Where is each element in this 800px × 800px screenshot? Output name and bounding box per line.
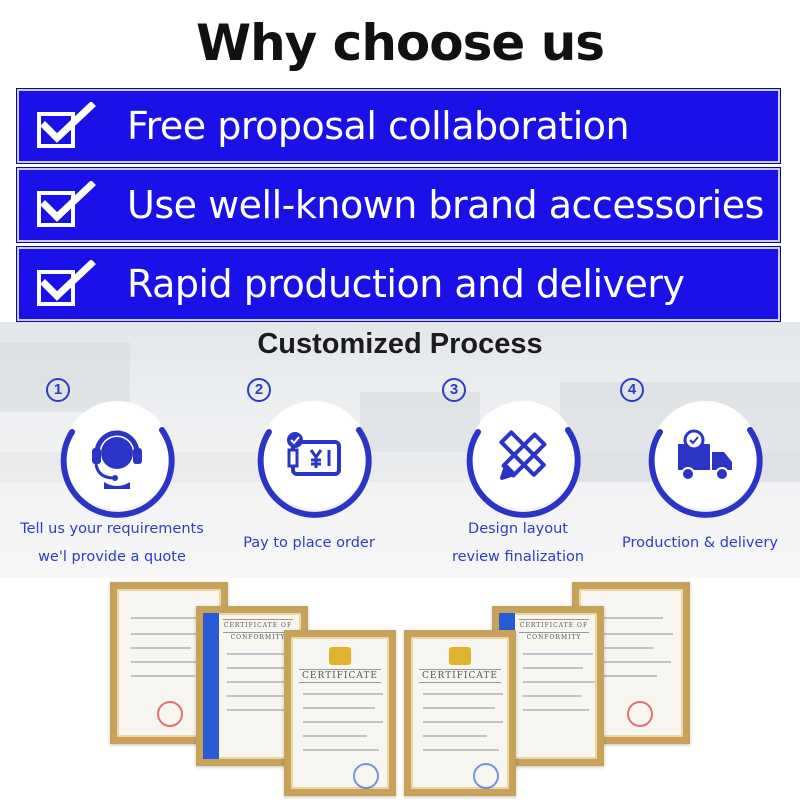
certificate-logo	[329, 647, 351, 665]
background-machine-shape	[360, 392, 480, 452]
payment-yen-icon	[287, 432, 341, 476]
process-step-design: 3 Design layout review finalization	[418, 372, 618, 572]
step-circle	[648, 401, 763, 518]
certificate-frame-ce: CERTIFICATE	[404, 630, 516, 796]
step-caption-line1: Production & delivery	[622, 535, 778, 551]
process-step-requirements: 1 Tell us your requirements we'l provide…	[12, 372, 212, 572]
step-circle	[60, 401, 175, 518]
seal-stamp	[473, 763, 499, 789]
step-number: 1	[46, 378, 70, 402]
certificate-banner: CERTIFICATE OF CONFORMITY	[519, 619, 589, 641]
checkbox-check-icon	[37, 102, 96, 148]
step-caption-line1: Tell us your requirements	[20, 521, 204, 537]
process-step-delivery: 4 Production & delivery	[600, 372, 800, 572]
process-step-payment: 2 Pay to place order	[209, 372, 409, 572]
step-caption-line1: Design layout	[468, 521, 568, 537]
benefit-label: Use well-known brand accessories	[127, 183, 764, 227]
step-circle	[466, 401, 581, 518]
step-number: 2	[247, 378, 271, 402]
step-caption-line2: review finalization	[451, 549, 585, 565]
certificate-banner: CERTIFICATE OF CONFORMITY	[223, 619, 293, 641]
background-machine-shape	[0, 342, 130, 412]
step-circle	[257, 401, 372, 518]
certificate-banner: CERTIFICATE	[419, 669, 501, 683]
customized-process-section: Customized Process 1 Tell us your requir…	[0, 322, 800, 578]
benefit-label: Free proposal collaboration	[127, 104, 630, 148]
certificate-banner: CERTIFICATE	[299, 669, 381, 683]
certificate-logo	[449, 647, 471, 665]
step-caption-line1: Pay to place order	[243, 535, 375, 551]
seal-stamp	[627, 701, 653, 727]
benefit-bar-rapid-delivery: Rapid production and delivery	[16, 246, 781, 322]
benefit-bar-brand-accessories: Use well-known brand accessories	[16, 167, 781, 243]
seal-stamp	[157, 701, 183, 727]
certificates-section: CERTIFICATE OF CONFORMITY CERTIFICATE OF…	[0, 578, 800, 800]
benefit-bar-free-proposal: Free proposal collaboration	[16, 88, 781, 164]
page-title: Why choose us	[195, 14, 605, 72]
delivery-truck-icon	[678, 429, 732, 481]
design-ruler-pencil-icon	[499, 430, 547, 480]
step-number: 3	[442, 378, 466, 402]
step-number: 4	[620, 378, 644, 402]
process-title: Customized Process	[257, 328, 543, 360]
customer-service-headset-icon	[92, 430, 142, 489]
blue-side-strip	[203, 613, 219, 759]
benefit-label: Rapid production and delivery	[127, 262, 685, 306]
step-caption-line2: we'l provide a quote	[38, 549, 186, 565]
seal-stamp	[353, 763, 379, 789]
certificate-frame-ce: CERTIFICATE	[284, 630, 396, 796]
checkbox-check-icon	[37, 260, 96, 306]
checkbox-check-icon	[37, 181, 96, 227]
